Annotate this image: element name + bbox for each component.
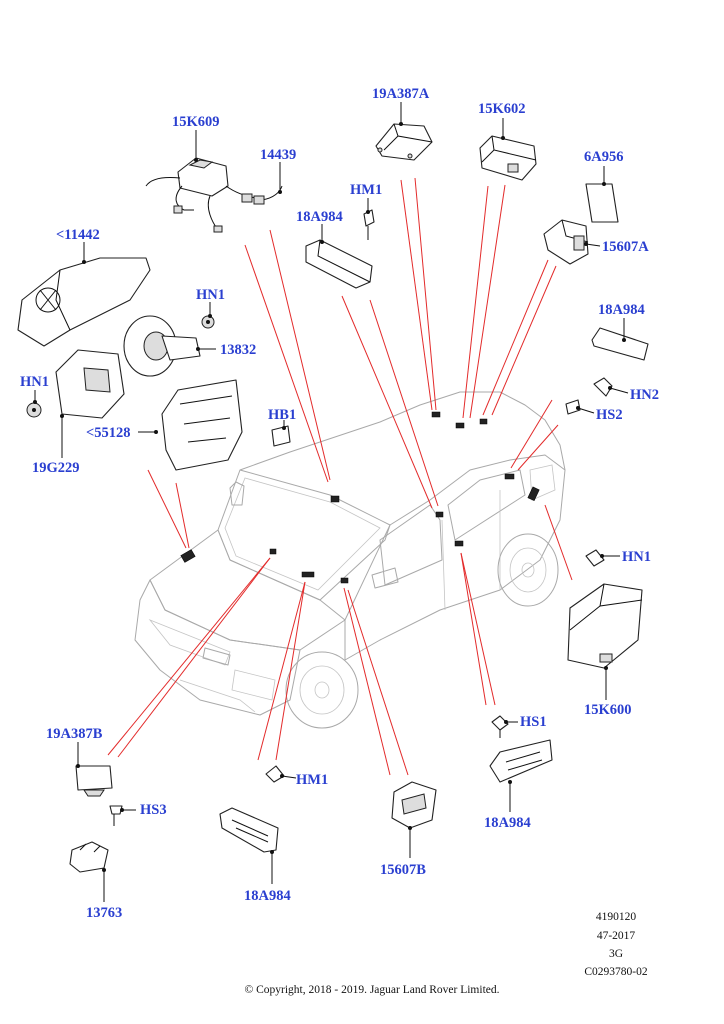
leader-lines	[33, 102, 629, 902]
part-18A984-lowright	[489, 739, 553, 783]
label-HN1-right: HN1	[622, 549, 651, 565]
part-HN1-mid	[201, 315, 215, 329]
label-HN1-mid: HN1	[196, 287, 225, 303]
part-19A387B	[75, 765, 113, 797]
label-HN2: HN2	[630, 387, 659, 403]
label-15K609: 15K609	[172, 114, 220, 130]
footer-ref-3: 3G	[609, 948, 623, 960]
part-HS3	[109, 805, 123, 826]
label-18A984-lowright: 18A984	[484, 815, 531, 831]
part-15K609	[145, 157, 263, 233]
label-15K602: 15K602	[478, 101, 526, 117]
part-labels: 19A387A 15K602 15K609 14439 HM1 6A956 18…	[20, 86, 659, 921]
label-18A984-low: 18A984	[244, 888, 291, 904]
label-HN1-left: HN1	[20, 374, 49, 390]
part-HN2	[593, 377, 613, 397]
copyright-text: © Copyright, 2018 - 2019. Jaguar Land Ro…	[245, 984, 500, 996]
label-15607A: 15607A	[602, 239, 649, 255]
part-18A984-right	[591, 327, 649, 361]
part-15K600	[567, 583, 643, 669]
part-19A387A	[375, 123, 433, 161]
part-14439	[253, 185, 283, 205]
label-HM1-low: HM1	[296, 772, 328, 788]
part-6A956	[585, 183, 619, 223]
label-18A984-right: 18A984	[598, 302, 645, 318]
part-HN1-right	[585, 549, 605, 567]
label-18A984-top: 18A984	[296, 209, 343, 225]
part-HM1-top	[363, 209, 375, 240]
label-11442: <11442	[56, 227, 100, 243]
callout-lines	[107, 177, 573, 776]
label-HS2: HS2	[596, 407, 623, 423]
part-55128	[161, 379, 243, 471]
part-15K602	[479, 135, 537, 181]
part-15607A	[543, 219, 589, 265]
part-HN1-left	[26, 402, 42, 418]
label-15K600: 15K600	[584, 702, 632, 718]
part-18A984-top	[305, 239, 373, 289]
label-6A956: 6A956	[584, 149, 623, 165]
label-19A387A: 19A387A	[372, 86, 430, 102]
part-18A984-low	[219, 807, 279, 853]
label-14439: 14439	[260, 147, 296, 163]
label-13763: 13763	[86, 905, 122, 921]
label-HM1-top: HM1	[350, 182, 382, 198]
label-55128: <55128	[86, 425, 131, 441]
label-13832: 13832	[220, 342, 256, 358]
footer-ref-2: 47-2017	[597, 930, 636, 942]
label-19G229: 19G229	[32, 460, 80, 476]
part-HM1-low	[265, 765, 285, 783]
part-19G229	[55, 349, 125, 419]
label-19A387B: 19A387B	[46, 726, 103, 742]
footer: 4190120 47-2017 3G C0293780-02 © Copyrig…	[245, 911, 648, 996]
footer-ref-4: C0293780-02	[584, 966, 648, 978]
label-HS1: HS1	[520, 714, 547, 730]
label-15607B: 15607B	[380, 862, 426, 878]
footer-ref-1: 4190120	[596, 911, 637, 923]
part-13763	[69, 841, 109, 873]
part-HS1	[491, 715, 509, 738]
label-HB1: HB1	[268, 407, 296, 423]
part-15607B	[391, 781, 437, 829]
part-HS2	[565, 399, 581, 415]
part-13832	[123, 315, 201, 377]
label-HS3: HS3	[140, 802, 167, 818]
vehicle-hotspots	[180, 411, 540, 584]
part-HB1	[271, 425, 291, 447]
part-11442	[17, 257, 151, 347]
vehicle-outline	[134, 391, 566, 729]
